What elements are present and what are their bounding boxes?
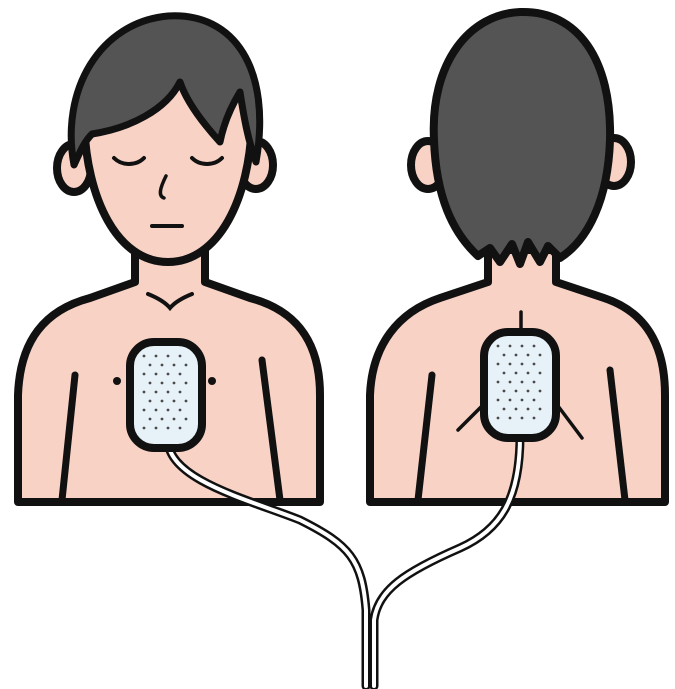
back-hair — [434, 12, 610, 264]
pad-dot — [179, 391, 182, 394]
pad-dot — [503, 408, 506, 411]
pad-dot — [161, 382, 164, 385]
pad-dot — [509, 399, 512, 402]
pad-dot — [173, 364, 176, 367]
pad-dot — [539, 354, 542, 357]
pad-dot — [539, 408, 542, 411]
pad-dot — [185, 364, 188, 367]
pad-dot — [143, 355, 146, 358]
pad-dot — [527, 390, 530, 393]
pad-dot — [533, 417, 536, 420]
pad-dot — [143, 427, 146, 430]
pad-dot — [167, 391, 170, 394]
pad-dot — [185, 382, 188, 385]
pad-dot — [143, 409, 146, 412]
pad-dot — [515, 372, 518, 375]
front-nipple-left — [113, 377, 121, 385]
pad-dot — [527, 408, 530, 411]
pad-dot — [155, 391, 158, 394]
electrode-pad-icon — [130, 342, 202, 448]
front-nipple-right — [208, 377, 216, 385]
pad-dot — [149, 382, 152, 385]
pad-dot — [143, 373, 146, 376]
pad-dot — [509, 363, 512, 366]
pad-dot — [497, 345, 500, 348]
pad-dot — [503, 372, 506, 375]
pad-dot — [503, 390, 506, 393]
pad-dot — [497, 399, 500, 402]
pad-dot — [515, 390, 518, 393]
pad-dot — [173, 382, 176, 385]
pad-dot — [509, 417, 512, 420]
pad-dot — [185, 418, 188, 421]
pad-dot — [521, 399, 524, 402]
pad-dot — [533, 345, 536, 348]
pad-dot — [143, 391, 146, 394]
pad-dot — [179, 427, 182, 430]
pad-dot — [515, 408, 518, 411]
pad-dot — [161, 364, 164, 367]
pad-dot — [497, 417, 500, 420]
pad-dot — [149, 400, 152, 403]
pad-dot — [155, 409, 158, 412]
pad-dot — [167, 355, 170, 358]
pad-dot — [533, 399, 536, 402]
pad-dot — [503, 354, 506, 357]
pad-dot — [179, 373, 182, 376]
pad-dot — [173, 400, 176, 403]
pad-dot — [515, 354, 518, 357]
pad-dot — [539, 390, 542, 393]
pad-dot — [161, 400, 164, 403]
pad-dot — [167, 409, 170, 412]
pad-dot — [185, 400, 188, 403]
pad-dot — [155, 427, 158, 430]
pad-dot — [155, 373, 158, 376]
pad-dot — [527, 372, 530, 375]
pad-dot — [521, 417, 524, 420]
pad-dot — [533, 363, 536, 366]
pad-dot — [527, 354, 530, 357]
pad-dot — [509, 381, 512, 384]
pad-dot — [539, 372, 542, 375]
pad-dot — [521, 381, 524, 384]
pad-dot — [161, 418, 164, 421]
pad-dot — [509, 345, 512, 348]
pad-dot — [173, 418, 176, 421]
pad-dot — [167, 373, 170, 376]
electrode-pad-icon — [484, 332, 556, 438]
pad-dot — [149, 418, 152, 421]
pad-dot — [533, 381, 536, 384]
pad-dot — [521, 363, 524, 366]
pad-dot — [179, 409, 182, 412]
anterior-chest-pad — [130, 342, 202, 448]
posterior-back-pad — [484, 332, 556, 438]
pad-dot — [497, 381, 500, 384]
pad-dot — [155, 355, 158, 358]
pad-dot — [179, 355, 182, 358]
pad-dot — [521, 345, 524, 348]
pad-dot — [167, 427, 170, 430]
pad-dot — [149, 364, 152, 367]
pad-dot — [497, 363, 500, 366]
